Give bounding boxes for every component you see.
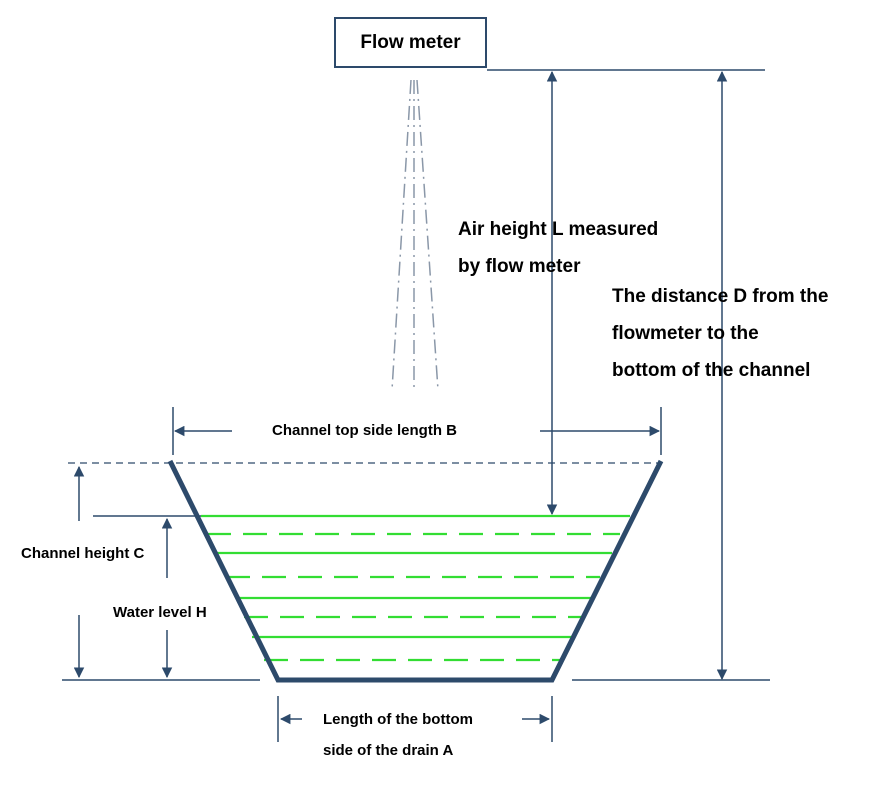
water-lines <box>201 514 630 662</box>
bottom-side-label-line1: Length of the bottom <box>323 711 473 728</box>
distance-d-label-line1: The distance D from the <box>612 286 829 307</box>
sensor-beam <box>391 79 439 391</box>
air-height-label-line1: Air height L measured <box>458 219 659 240</box>
distance-d-label-line3: bottom of the channel <box>612 360 811 381</box>
distance-d-label-line2: flowmeter to the <box>612 323 759 344</box>
air-height-label-line2: by flow meter <box>458 256 581 277</box>
flow-meter-box: Flow meter <box>334 17 487 68</box>
top-side-length-label: Channel top side length B <box>272 422 458 439</box>
channel-walls <box>167 459 664 683</box>
bottom-side-label-line2: side of the drain A <box>323 742 454 759</box>
distance-d-label: The distance D from the flowmeter to the… <box>612 278 828 389</box>
top-side-dimension <box>172 407 662 455</box>
bottom-side-label: Length of the bottom side of the drain A <box>323 704 473 766</box>
bottom-side-dimension <box>277 696 553 742</box>
air-height-label: Air height L measured by flow meter <box>458 211 658 285</box>
flow-meter-label: Flow meter <box>360 31 461 53</box>
water-level-label: Water level H <box>113 604 207 621</box>
channel-height-label: Channel height C <box>21 545 145 562</box>
